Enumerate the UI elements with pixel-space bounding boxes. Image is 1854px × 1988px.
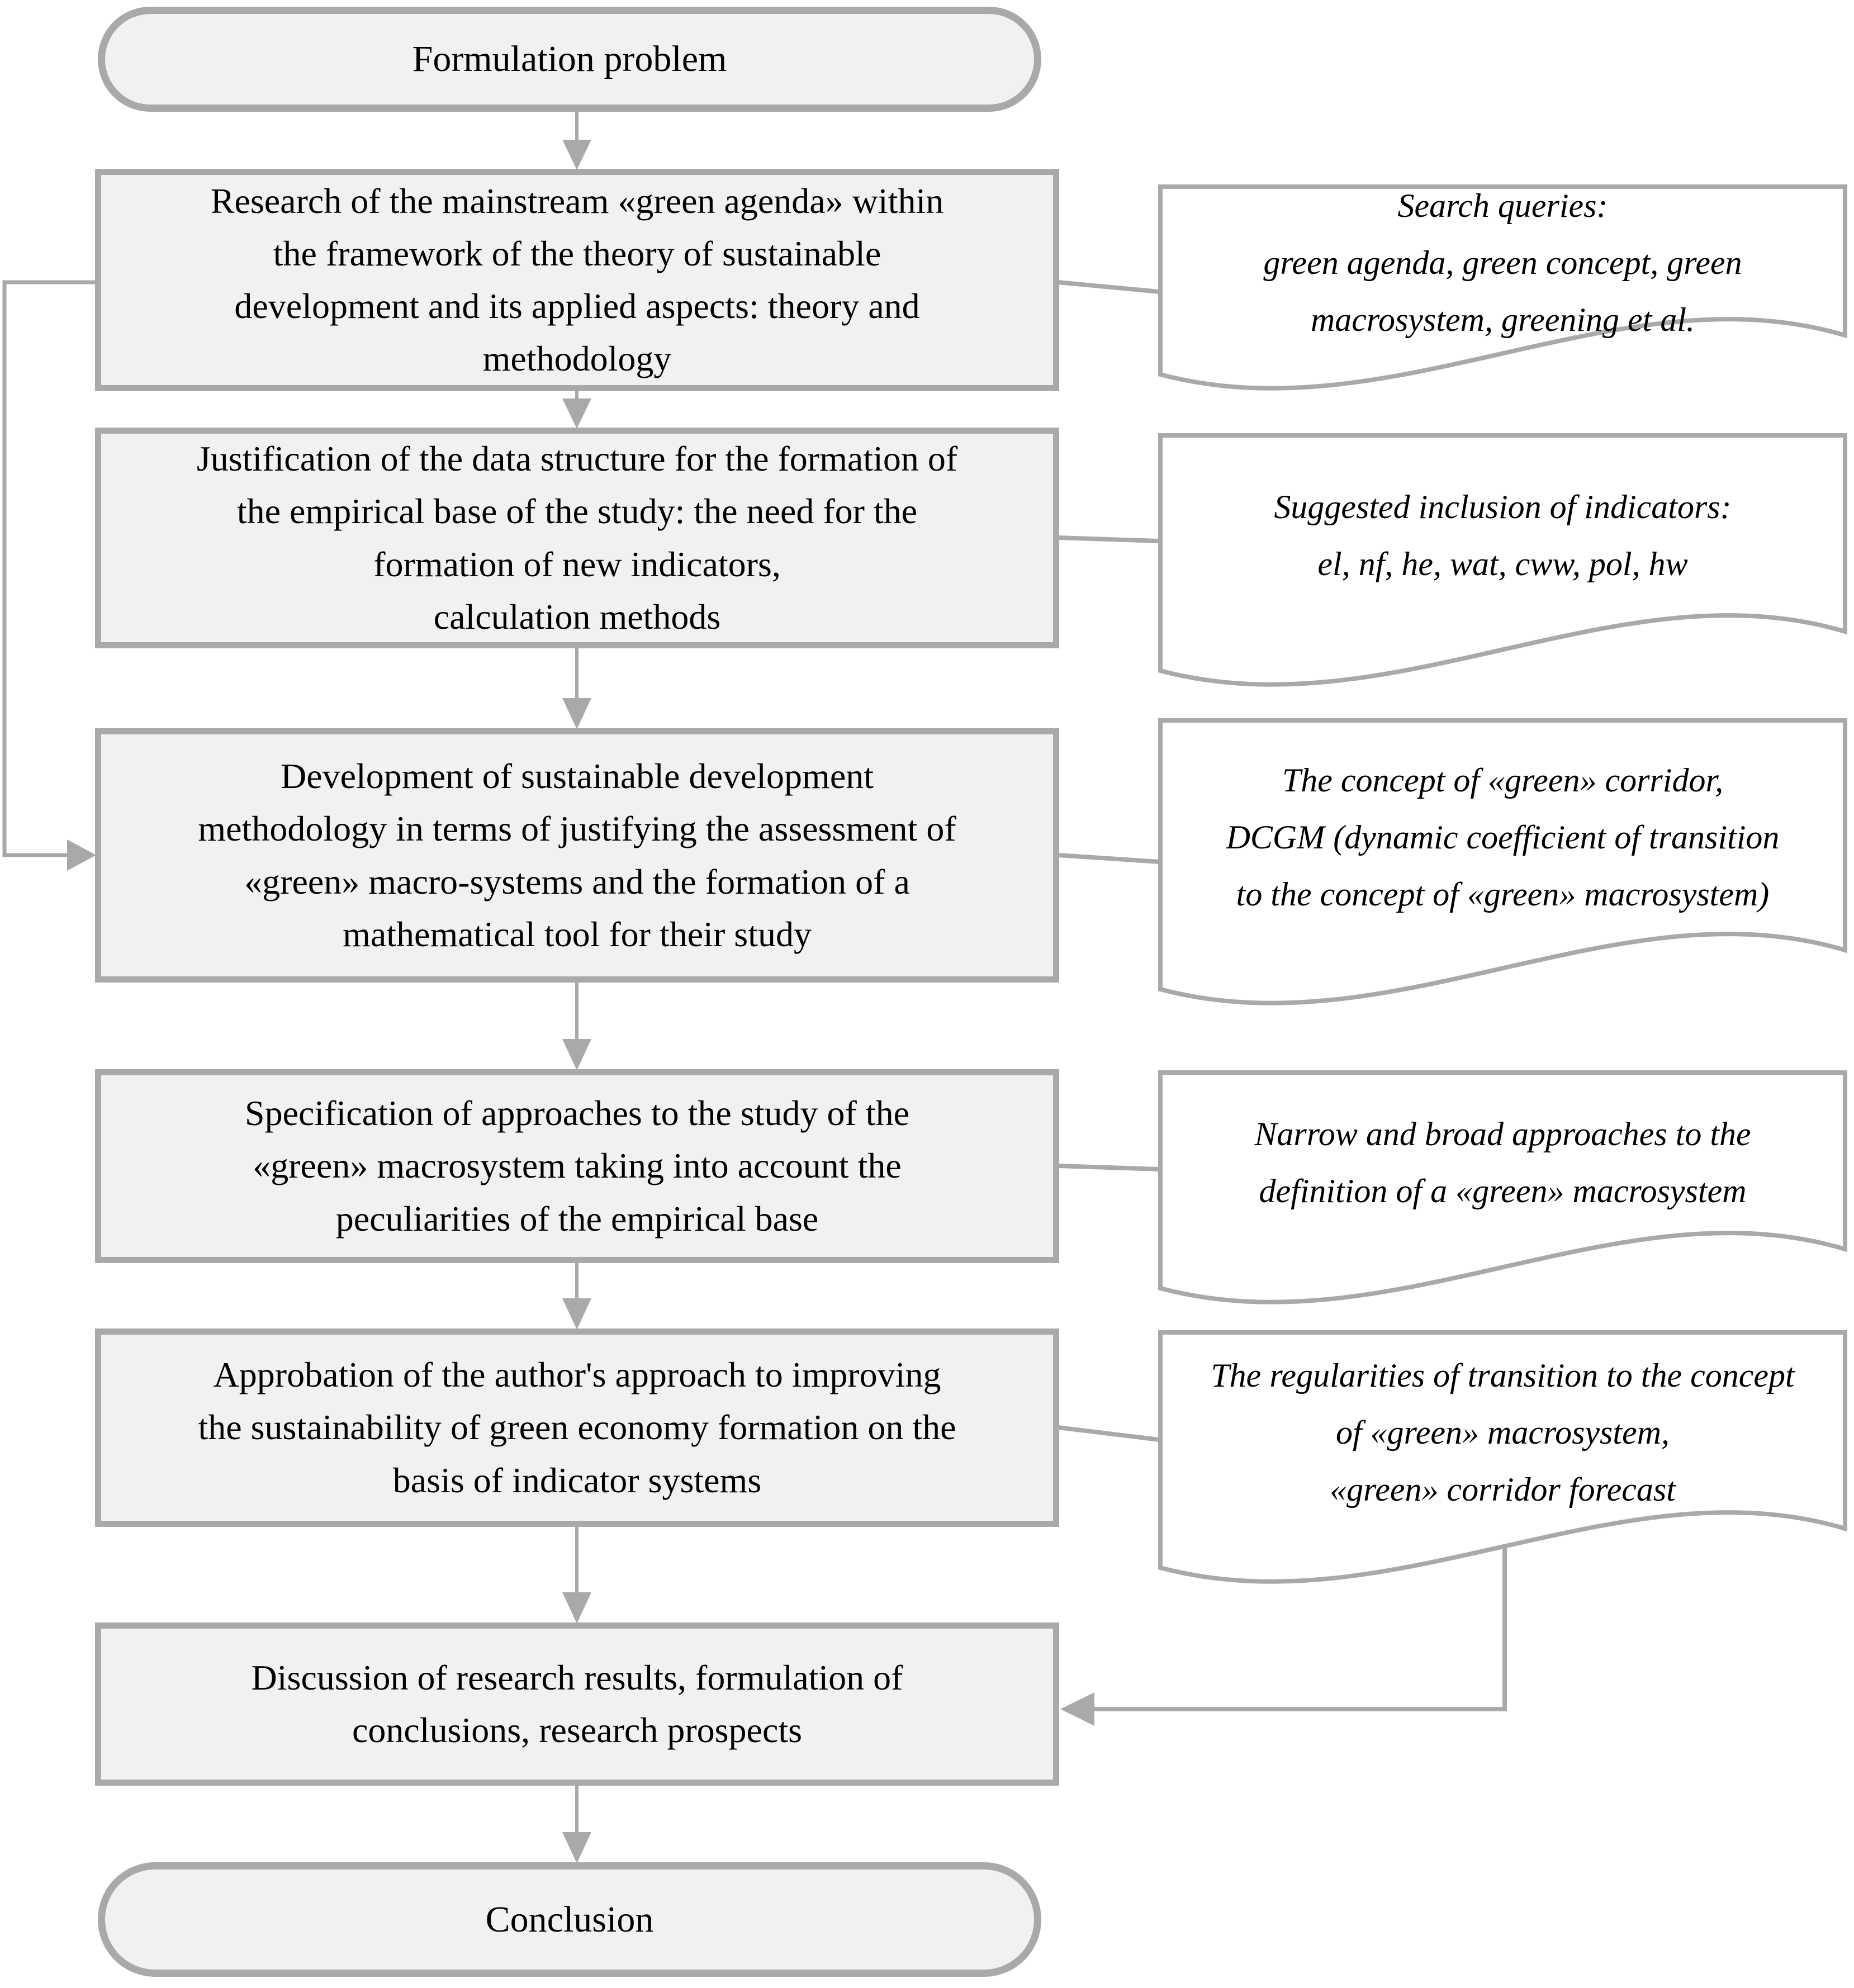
link-approbation-to-note (1058, 1425, 1160, 1442)
terminator-formulation-problem-label: Formulation problem (412, 39, 727, 79)
process-research-label: Research of the mainstream «green agenda… (210, 181, 944, 379)
arrow-discussion-to-end (562, 1786, 591, 1863)
process-justification: Justification of the data structure for … (95, 428, 1059, 648)
terminator-conclusion: Conclusion (98, 1862, 1041, 1977)
process-development: Development of sustainable development m… (95, 728, 1059, 983)
process-research: Research of the mainstream «green agenda… (95, 169, 1059, 391)
terminator-formulation-problem: Formulation problem (98, 7, 1041, 112)
link-justification-to-note (1058, 535, 1160, 543)
note-dcgm: The concept of «green» corridor, DCGM (d… (1158, 718, 1847, 1012)
note-dcgm-label: The concept of «green» corridor, DCGM (d… (1226, 761, 1780, 913)
process-approbation: Approbation of the author's approach to … (95, 1329, 1059, 1527)
link-specification-to-note (1058, 1164, 1160, 1171)
note-approaches-label: Narrow and broad approaches to the defin… (1254, 1116, 1751, 1209)
arrow-research-to-justification (562, 391, 591, 429)
note-search-queries: Search queries: green agenda, green conc… (1158, 184, 1847, 397)
arrow-development-to-specification (562, 983, 591, 1070)
process-discussion-label: Discussion of research results, formulat… (251, 1657, 903, 1750)
process-justification-label: Justification of the data structure for … (196, 439, 958, 637)
terminator-conclusion-label: Conclusion (485, 1899, 654, 1940)
arrow-approbation-to-discussion (562, 1527, 591, 1624)
note-search-queries-label: Search queries: green agenda, green conc… (1263, 187, 1742, 338)
note-indicators-label: Suggested inclusion of indicators: el, n… (1274, 488, 1732, 582)
arrow-specification-to-approbation (562, 1263, 591, 1330)
process-approbation-label: Approbation of the author's approach to … (198, 1355, 956, 1500)
note-indicators: Suggested inclusion of indicators: el, n… (1158, 433, 1847, 693)
process-specification-label: Specification of approaches to the study… (245, 1093, 909, 1239)
link-research-to-note (1058, 280, 1160, 294)
arrow-note-to-discussion (1060, 1503, 1507, 1726)
note-regularities-label: The regularities of transition to the co… (1211, 1356, 1795, 1508)
document-shape-icon (1158, 184, 1847, 391)
note-regularities: The regularities of transition to the co… (1158, 1330, 1847, 1590)
feedback-research-to-development (2, 280, 96, 871)
document-shape-icon (1158, 1330, 1847, 1584)
process-discussion: Discussion of research results, formulat… (95, 1622, 1059, 1786)
document-shape-icon (1158, 1070, 1847, 1304)
link-development-to-note (1058, 853, 1160, 864)
arrow-start-to-research (562, 110, 591, 170)
process-development-label: Development of sustainable development m… (198, 756, 956, 954)
document-shape-icon (1158, 433, 1847, 687)
note-approaches: Narrow and broad approaches to the defin… (1158, 1070, 1847, 1311)
arrow-justification-to-development (562, 648, 591, 729)
process-specification: Specification of approaches to the study… (95, 1069, 1059, 1263)
document-shape-icon (1158, 718, 1847, 1005)
